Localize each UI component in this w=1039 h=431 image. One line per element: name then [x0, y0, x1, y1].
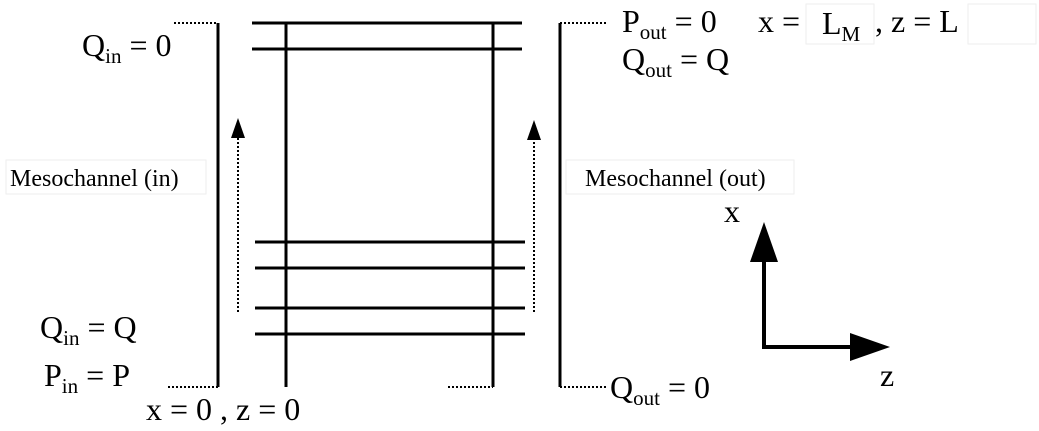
q-in-top-label: Qin = 0	[82, 27, 172, 68]
z-eq-top-label: , z = L	[875, 3, 959, 39]
axis-z-label: z	[880, 357, 894, 393]
p-in-bottom-label: Pin = P	[44, 357, 130, 398]
q-out-bottom-label: Qout = 0	[610, 369, 710, 410]
axis-x-label: x	[724, 193, 740, 229]
l-m-label-frame	[805, 3, 875, 45]
x-axis-arrowhead	[750, 222, 778, 262]
top-right-mask	[967, 3, 1037, 45]
meso-out-label-frame	[565, 159, 795, 195]
x-eq-top-label: x =	[758, 3, 800, 39]
meso-in-label: Mesochannel (in)	[10, 166, 179, 192]
l-m-label: LM	[822, 5, 861, 46]
meso-in-label-frame	[5, 159, 207, 195]
z-axis-arrowhead	[850, 333, 890, 361]
inlet-flow-arrow-head	[231, 118, 245, 138]
meso-out-label: Mesochannel (out)	[585, 166, 766, 192]
q-in-bottom-label: Qin = Q	[40, 309, 137, 350]
p-out-top-label: Pout = 0	[622, 3, 717, 44]
origin-label: x = 0 , z = 0	[146, 391, 300, 427]
q-out-top-label: Qout = Q	[622, 41, 729, 82]
outlet-flow-arrow-head	[527, 120, 541, 140]
